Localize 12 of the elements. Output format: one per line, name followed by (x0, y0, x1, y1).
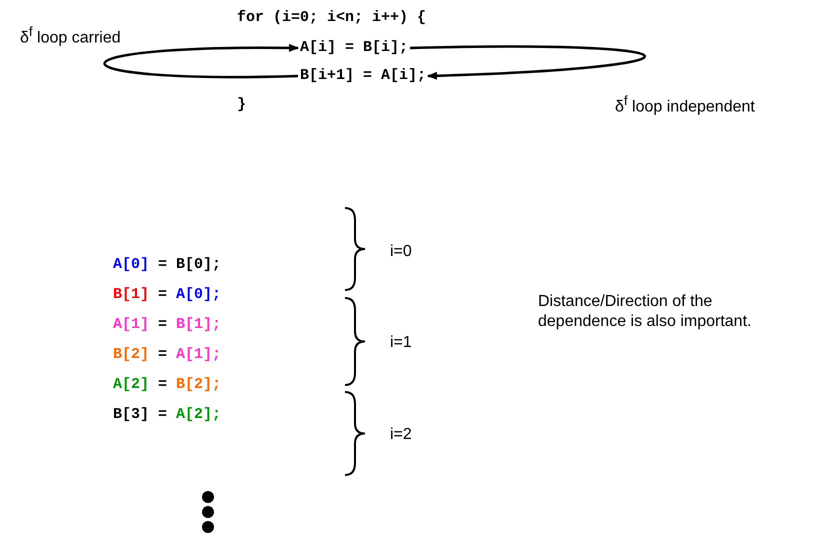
code-line: A[1] = B[1]; (113, 316, 222, 334)
code-line: A[2] = B[2]; (113, 376, 222, 394)
arrow (104, 44, 299, 78)
code-line: B[2] = A[1]; (113, 346, 222, 364)
arrow (410, 45, 645, 80)
code-line: for (i=0; i<n; i++) { (237, 9, 426, 27)
code-line: A[0] = B[0]; (113, 256, 222, 274)
code-statement: B[i+1] = A[i]; (300, 67, 426, 85)
code-line: B[1] = A[0]; (113, 286, 222, 304)
code-statement: A[i] = B[i]; (300, 39, 408, 57)
code-line: B[3] = A[2]; (113, 406, 222, 424)
code-line: } (237, 96, 246, 114)
